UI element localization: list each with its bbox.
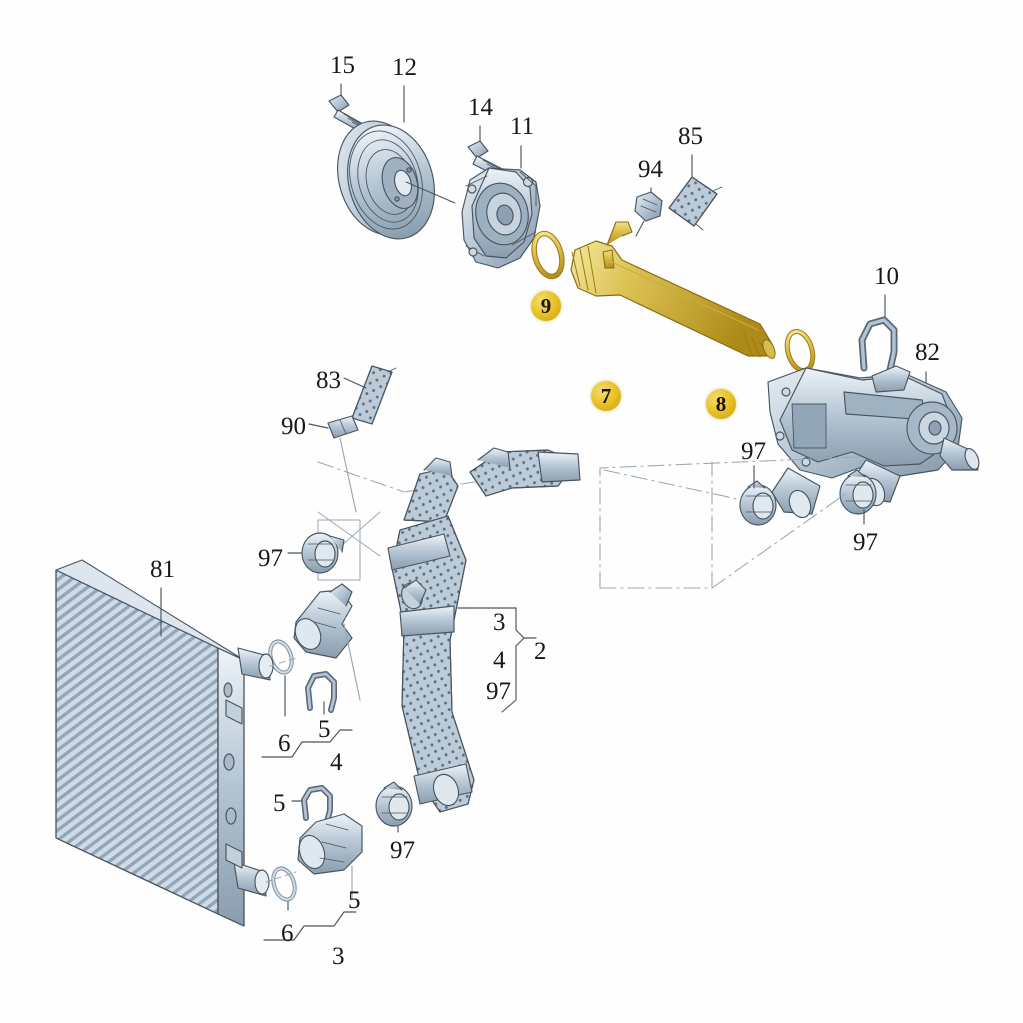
label-2: 2 xyxy=(534,638,547,665)
bracket-group-2 xyxy=(469,607,537,713)
callout-badge-8[interactable]: 8 xyxy=(706,389,736,419)
part-5-clip-upper xyxy=(305,671,337,713)
part-94-fitting xyxy=(634,191,663,237)
part-10-retaining-clip xyxy=(858,316,898,374)
callout-badge-9[interactable]: 9 xyxy=(531,291,561,321)
part-97-clamp-right-lower xyxy=(839,469,877,515)
label-10: 10 xyxy=(874,263,899,290)
part-2-hose-assembly xyxy=(387,447,581,813)
label-81: 81 xyxy=(150,556,175,583)
label-14: 14 xyxy=(468,94,493,121)
part-82-thermostat-housing xyxy=(767,365,980,519)
part-97-clamp-lower xyxy=(375,781,413,827)
label-15: 15 xyxy=(330,52,355,79)
label-97-left: 97 xyxy=(258,545,283,572)
label-3-upper: 3 xyxy=(493,609,506,636)
bracket-6-5-4 xyxy=(261,729,353,758)
label-5-bottom: 5 xyxy=(348,887,361,914)
leader-lines-top xyxy=(340,83,927,393)
label-97-right: 97 xyxy=(853,529,878,556)
part-83-hose xyxy=(351,365,397,425)
label-5-left: 5 xyxy=(318,716,331,743)
part-12-pulley xyxy=(337,120,456,240)
part-6-o-ring-bottom xyxy=(271,866,297,902)
label-3-bottom: 3 xyxy=(332,943,345,970)
callout-badge-7[interactable]: 7 xyxy=(591,381,621,411)
label-90: 90 xyxy=(281,413,306,440)
part-85-hose xyxy=(668,176,723,231)
label-11: 11 xyxy=(510,113,535,140)
label-6-left: 6 xyxy=(278,730,291,757)
label-12: 12 xyxy=(392,54,417,81)
part-81-radiator xyxy=(55,559,274,927)
label-82: 82 xyxy=(915,339,940,366)
label-85: 85 xyxy=(678,123,703,150)
label-4-left: 4 xyxy=(330,749,343,776)
leader-90 xyxy=(308,423,329,429)
label-6-bottom: 6 xyxy=(281,920,294,947)
part-7-coolant-pipe-highlight xyxy=(570,221,776,359)
label-4-upper: 4 xyxy=(493,647,506,674)
label-97-lower: 97 xyxy=(390,837,415,864)
part-3-elbow-lower xyxy=(297,813,363,875)
part-97-clamp-left xyxy=(301,532,345,574)
part-9-o-ring xyxy=(531,230,565,280)
part-11-coolant-pump xyxy=(461,167,541,269)
leader-83 xyxy=(343,377,367,389)
part-90-connector xyxy=(327,415,359,439)
part-97-clamp-right-upper xyxy=(739,480,777,526)
part-5-clip-lower xyxy=(301,785,333,825)
label-5-lower: 5 xyxy=(273,790,286,817)
part-8-o-ring xyxy=(784,328,816,374)
bracket-6-5-3 xyxy=(263,911,357,941)
part-4-elbow-upper xyxy=(293,583,353,659)
label-97-bracket: 97 xyxy=(486,678,511,705)
label-97-top-right: 97 xyxy=(741,438,766,465)
label-94: 94 xyxy=(638,156,663,183)
label-83: 83 xyxy=(316,367,341,394)
